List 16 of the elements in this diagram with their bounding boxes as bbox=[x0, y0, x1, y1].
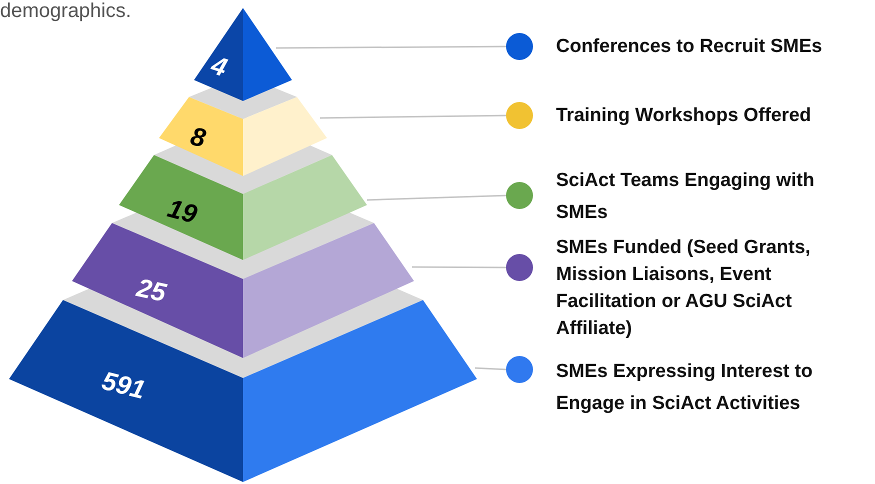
leader-line bbox=[276, 46, 506, 49]
leader-line bbox=[412, 266, 506, 268]
tier-value: 25 bbox=[134, 274, 168, 306]
tier-value: 591 bbox=[100, 367, 148, 403]
item-label: SMEs Funded (Seed Grants, Mission Liaisons, Event Facilitation or AGU SciAct Affiliate) bbox=[556, 236, 812, 341]
note-text: demographics. bbox=[0, 0, 132, 23]
item-label: Conferences to Recruit SMEs bbox=[556, 35, 824, 59]
leader-line bbox=[366, 194, 506, 201]
item-label: SMEs Expressing Interest to Engage in SciAct Activities bbox=[556, 360, 814, 416]
leader-line bbox=[320, 114, 506, 119]
item-label: Training Workshops Offered bbox=[556, 104, 812, 128]
item-label: SciAct Teams Engaging with SMEs bbox=[556, 169, 816, 225]
tier-value: 4 bbox=[208, 51, 230, 81]
tier-value: 19 bbox=[165, 194, 200, 228]
leader-line bbox=[474, 367, 506, 370]
tier-value: 8 bbox=[188, 122, 208, 152]
